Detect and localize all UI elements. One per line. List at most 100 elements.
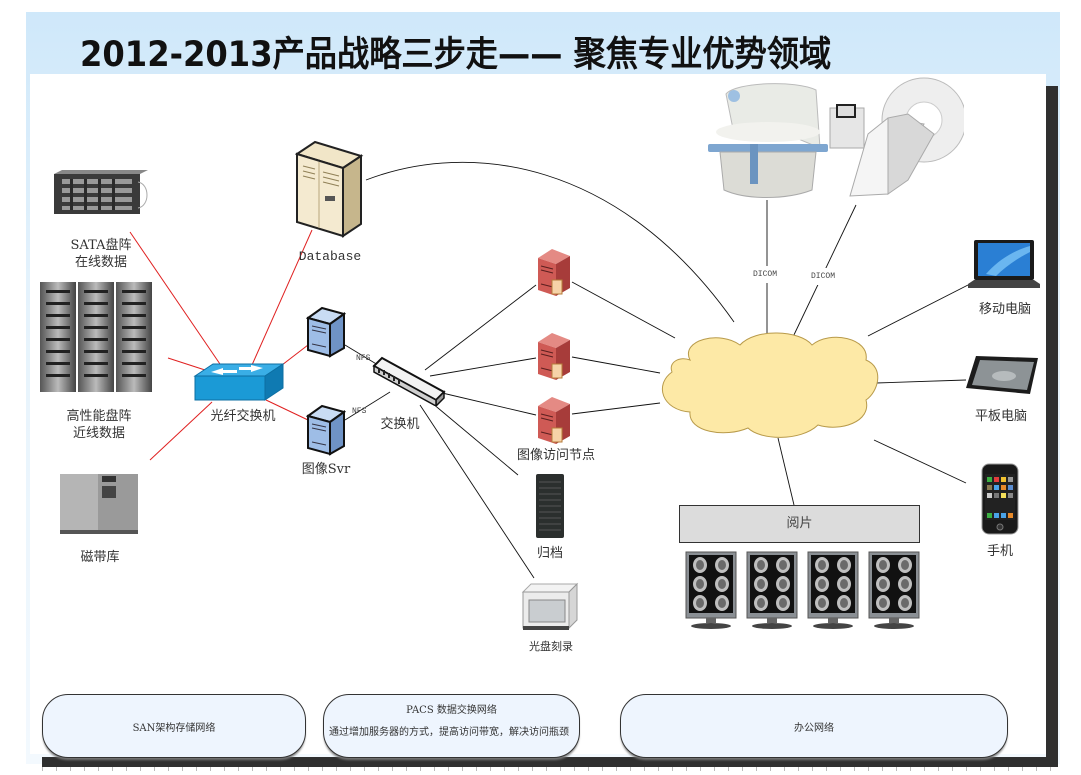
radiology-monitor xyxy=(745,550,799,630)
disc-burner-label: 光盘刻录 xyxy=(529,640,573,653)
san-link-tape xyxy=(149,401,213,461)
radiology-monitor-icon xyxy=(807,551,859,629)
link-node2-cloud xyxy=(571,356,661,374)
laptop-client[interactable] xyxy=(966,238,1042,292)
hp-array-label-line2: 近线数据 xyxy=(72,426,125,441)
database-label: Database xyxy=(298,249,362,264)
image-access-node-2[interactable] xyxy=(534,330,574,382)
archive-storage[interactable] xyxy=(534,472,566,540)
frame-border-bottom xyxy=(42,757,1058,767)
ct-scanner-icon xyxy=(829,77,967,197)
link-laptop-cloud xyxy=(867,284,969,337)
dicom-label-ct: DICOM xyxy=(811,268,836,285)
hp-array-label: 高性能盘阵 近线数据 xyxy=(54,408,144,442)
network-switch-icon xyxy=(372,356,446,408)
san-link-image-server-bottom xyxy=(265,399,309,421)
image-server-label: 图像Svr xyxy=(301,462,351,477)
high-performance-disk-array[interactable] xyxy=(38,280,156,395)
radiology-monitor xyxy=(806,550,860,630)
link-switch-node3 xyxy=(437,391,537,416)
disc-burner[interactable] xyxy=(521,582,579,632)
archive-tower-icon xyxy=(536,474,564,538)
zone-san-storage: SAN架构存储网络 xyxy=(42,694,306,758)
zone-office: 办公网络 xyxy=(620,694,1008,758)
link-node3-cloud xyxy=(571,402,661,415)
disk-array-icon xyxy=(54,170,148,214)
san-link-sata xyxy=(129,231,223,368)
san-link-hp-array xyxy=(167,357,206,371)
slide-title: 2012-2013产品战略三步走—— 聚焦专业优势领域 xyxy=(80,35,832,75)
link-tablet-cloud xyxy=(875,379,967,384)
tape-library[interactable] xyxy=(58,472,140,536)
link-switch-burner xyxy=(419,404,535,579)
smartphone-icon xyxy=(981,463,1019,535)
link-switch-archive xyxy=(431,402,519,476)
frame-ruler-ticks xyxy=(42,767,1058,771)
hp-array-label-line1: 高性能盘阵 xyxy=(66,409,132,424)
link-cloud-viewer xyxy=(777,437,795,506)
ct-scanner[interactable] xyxy=(828,74,967,204)
zone-office-title: 办公网络 xyxy=(794,723,834,734)
tape-library-icon xyxy=(60,474,138,534)
sata-array-label-line2: 在线数据 xyxy=(74,255,127,270)
link-phone-cloud xyxy=(873,439,967,484)
access-node-server-icon xyxy=(538,397,570,444)
access-node-label: 图像访问节点 xyxy=(516,448,595,463)
network-cloud xyxy=(661,332,879,438)
image-access-node-3[interactable] xyxy=(534,394,574,446)
link-switch-node1 xyxy=(424,284,537,371)
phone-label: 手机 xyxy=(986,544,1013,559)
smartphone-client[interactable] xyxy=(980,462,1020,536)
mri-scanner-icon xyxy=(708,83,828,198)
frame-border-right xyxy=(1046,86,1058,766)
radiology-monitor xyxy=(684,550,738,630)
mri-scanner[interactable] xyxy=(706,78,830,200)
reading-station-bar[interactable]: 阅片 xyxy=(679,505,920,543)
access-node-server-icon xyxy=(538,333,570,380)
tablet-icon xyxy=(966,356,1038,394)
san-link-database xyxy=(251,229,313,366)
radiology-monitor-icon xyxy=(746,551,798,629)
laptop-label: 移动电脑 xyxy=(978,302,1031,317)
radiology-monitor-icon xyxy=(685,551,737,629)
tablet-client[interactable] xyxy=(964,352,1040,398)
link-server-top-switch xyxy=(344,344,379,366)
access-node-server-icon xyxy=(538,249,570,296)
fiber-channel-switch[interactable] xyxy=(193,362,285,404)
image-server-bottom[interactable] xyxy=(305,404,347,456)
image-access-node-1[interactable] xyxy=(534,246,574,298)
san-link-image-server-top xyxy=(281,344,309,366)
link-database-cloud xyxy=(365,161,735,323)
image-server-icon xyxy=(305,306,347,358)
fiber-switch-icon xyxy=(193,363,285,401)
laptop-icon xyxy=(968,240,1040,288)
tablet-label: 平板电脑 xyxy=(974,409,1027,424)
image-server-top[interactable] xyxy=(305,306,347,358)
sata-array-label-line1: SATA盘阵 xyxy=(70,238,132,253)
network-switch[interactable] xyxy=(372,354,446,408)
fiber-switch-label: 光纤交换机 xyxy=(210,409,276,424)
dicom-label-mri: DICOM xyxy=(753,266,778,283)
image-server-icon xyxy=(305,404,347,456)
switch-label: 交换机 xyxy=(380,417,420,432)
sata-disk-array[interactable] xyxy=(50,168,150,218)
sata-array-label: SATA盘阵 在线数据 xyxy=(56,237,146,271)
zone-san-title: SAN架构存储网络 xyxy=(132,723,216,734)
radiology-monitor-icon xyxy=(868,551,920,629)
database-server[interactable] xyxy=(294,140,365,240)
zone-pacs-exchange: PACS 数据交换网络 通过增加服务器的方式，提高访问带宽，解决访问瓶颈 xyxy=(323,694,580,758)
radiology-monitor xyxy=(867,550,921,630)
rack-server-icon xyxy=(40,282,152,392)
zone-pacs-title: PACS 数据交换网络 xyxy=(406,705,497,716)
nfs-label-top: NFS xyxy=(356,354,371,363)
nfs-label-bottom: NFS xyxy=(352,407,367,416)
link-server-bottom-switch xyxy=(344,391,391,421)
archive-label: 归档 xyxy=(536,546,563,561)
disc-burner-icon xyxy=(521,582,579,630)
zone-pacs-description: 通过增加服务器的方式，提高访问带宽，解决访问瓶颈 xyxy=(329,727,569,738)
tape-library-label: 磁带库 xyxy=(80,550,120,565)
link-node1-cloud xyxy=(571,281,676,339)
database-server-icon xyxy=(294,140,364,238)
link-switch-node2 xyxy=(429,357,537,377)
